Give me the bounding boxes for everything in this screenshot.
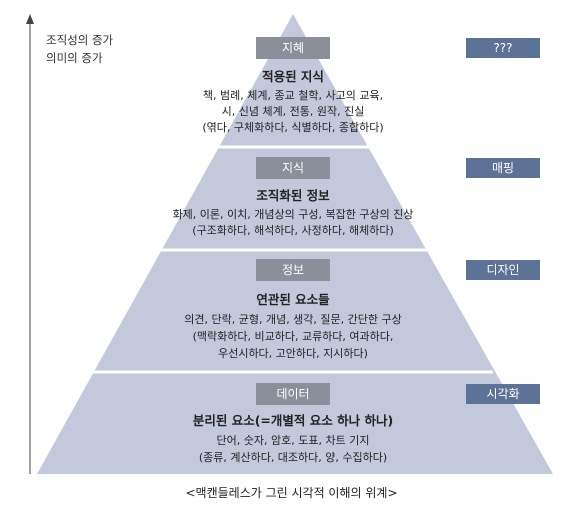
tier-label-data: 데이터 [256, 383, 330, 405]
axis-arrowhead [26, 14, 34, 24]
tier-line-data-2: (종류, 계산하다, 대조하다, 양, 수집하다) [198, 451, 388, 464]
tier-line-wisdom-2: 시, 신념 체계, 전통, 원작, 진실 [221, 105, 365, 118]
tier-label-information: 정보 [256, 259, 330, 281]
tier-line-data-1: 단어, 숫자, 암호, 도표, 차트 기지 [216, 434, 370, 447]
side-tag-information: 디자인 [466, 260, 540, 280]
pyramid [37, 14, 553, 474]
axis-label-organization: 조직성의 증가 [46, 33, 114, 47]
figure-caption: <맥캔들레스가 그린 시각적 이해의 위계> [185, 486, 398, 500]
tier-label-wisdom: 지혜 [256, 37, 330, 59]
tier-line-information-2: (맥락화하다, 비교하다, 교류하다, 여과하다, [192, 330, 394, 343]
tier-line-wisdom-1: 책, 범례, 체계, 종교 철학, 사고의 교육, [202, 89, 384, 102]
tier-line-knowledge-1: 화제, 이론, 이치, 개념상의 구성, 복잡한 구상의 진상 [172, 208, 414, 221]
tier-line-knowledge-2: (구조화하다, 해석하다, 사정하다, 해체하다) [192, 224, 394, 237]
tier-label-knowledge: 지식 [256, 157, 330, 179]
side-tag-data: 시각화 [466, 384, 540, 404]
tier-title-data: 분리된 요소(=개별적 요소 하나 하나) [192, 413, 394, 428]
side-tag-knowledge: 매핑 [466, 158, 540, 178]
side-tag-wisdom: ??? [466, 38, 540, 58]
tier-line-information-3: 우선시하다, 고안하다, 지시하다) [218, 347, 368, 360]
tier-title-knowledge: 조직화된 정보 [256, 188, 330, 203]
tier-line-wisdom-3: (엮다, 구체화하다, 식별하다, 종합하다) [202, 121, 384, 134]
tier-title-wisdom: 적용된 지식 [262, 69, 324, 84]
axis-label-meaning: 의미의 증가 [46, 51, 103, 65]
tier-title-information: 연관된 요소들 [256, 292, 330, 307]
tier-line-information-1: 의견, 단락, 균형, 개념, 생각, 질문, 간단한 구상 [184, 313, 402, 326]
